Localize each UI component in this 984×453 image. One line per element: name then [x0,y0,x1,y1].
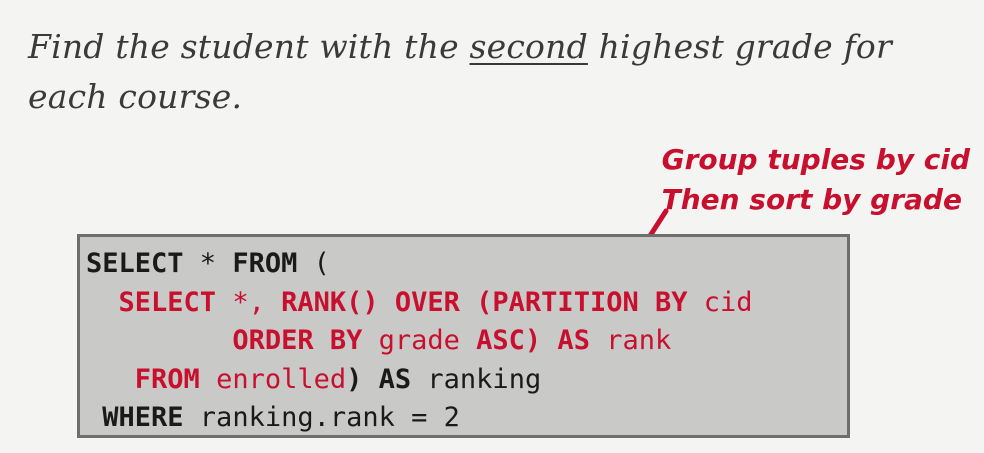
callout-line-1: Group tuples by cid [661,143,970,176]
code-star-comma: *, [216,286,282,318]
code-rank-alias: rank [589,325,672,356]
code-grade: grade [362,325,477,356]
kw-close-as: ) AS [346,363,412,395]
kw-rank-over-partition: RANK() OVER (PARTITION BY [281,286,688,318]
callout-annotation: Group tuples by cid Then sort by grade [662,140,970,220]
question-text: Find the student with the second highest… [28,22,928,122]
callout-line-2: Then sort by grade [661,183,962,216]
sql-code-block: SELECT * FROM ( SELECT *, RANK() OVER (P… [77,234,850,438]
kw-order-by: ORDER BY [232,325,363,356]
question-text-start: Find the student with the [28,27,470,66]
code-indent [86,325,232,356]
kw-inner-select: SELECT [118,286,217,318]
kw-asc-as: ASC) AS [476,325,590,356]
code-indent [86,287,119,318]
question-underlined-word: second [469,27,588,66]
question-text-end: highest grade for each course. [28,27,892,116]
code-star: * [183,248,233,279]
code-indent [86,364,135,395]
kw-inner-from: FROM [134,363,200,395]
code-cid: cid [687,286,753,318]
code-indent [86,402,102,433]
kw-from: FROM [232,248,298,279]
kw-where: WHERE [102,402,184,433]
code-open-paren: ( [297,248,330,279]
kw-select: SELECT [86,248,184,279]
sql-code: SELECT * FROM ( SELECT *, RANK() OVER (P… [80,237,847,438]
code-condition: ranking.rank = 2 [183,402,460,433]
code-enrolled: enrolled [199,363,347,395]
code-ranking: ranking [411,363,542,395]
